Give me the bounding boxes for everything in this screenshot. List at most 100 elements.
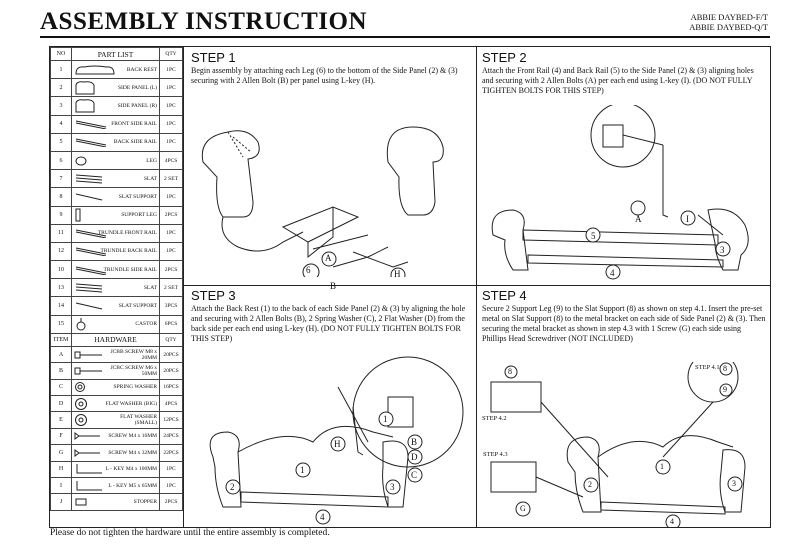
part-name: FRONT SIDE RAIL: [111, 121, 157, 128]
part-name: BACK SIDE RAIL: [113, 139, 157, 146]
row-number: 3: [50, 96, 72, 116]
row-qty: 1PC: [159, 59, 183, 80]
row-part: SCREW M4 x 32MM: [71, 444, 160, 462]
row-number: 1: [50, 59, 72, 80]
part-name: SLAT SUPPORT: [118, 193, 157, 200]
row-number: J: [50, 493, 72, 511]
row-qty: 1PC: [159, 476, 183, 495]
callout: H: [334, 439, 341, 449]
callout: STEP 4.2: [482, 415, 507, 422]
callout: 4: [670, 517, 674, 526]
steps-area: STEP 1 Begin assembly by attaching each …: [183, 47, 770, 527]
step-2-illustration: [491, 105, 749, 280]
callout: 2: [588, 480, 592, 489]
callout: A: [635, 214, 642, 224]
row-number: 5: [50, 132, 72, 152]
step-2: STEP 2 Attach the Front Rail (4) and Bac…: [482, 50, 764, 96]
row-qty: 4PCS: [159, 394, 183, 413]
part-name: CASTOR: [135, 321, 157, 328]
model-name: ABBIE DAYBED-Q/T: [689, 22, 768, 32]
part-name: TRUNDLE FRONT RAIL: [97, 230, 157, 237]
row-part: SLAT SUPPORT: [71, 296, 160, 316]
row-part: SLAT: [71, 278, 160, 298]
table-row: D FLAT WASHER (BIG)4PCS: [50, 394, 183, 413]
row-part: TRUNDLE SIDE RAIL: [71, 260, 160, 280]
row-number: 8: [50, 187, 72, 207]
part-name: FLAT WASHER (BIG): [105, 400, 157, 407]
footer-note: Please do not tighten the hardware until…: [50, 528, 330, 538]
model-name: ABBIE DAYBED-F/T: [690, 12, 768, 22]
col-part-list: PART LIST: [71, 47, 160, 61]
part-name: SCREW M4 x 32MM: [108, 449, 157, 456]
row-number: I: [50, 476, 72, 495]
row-number: 15: [50, 314, 72, 334]
row-part: LEG: [71, 150, 160, 171]
col-item: ITEM: [50, 332, 72, 347]
step-title: STEP 4: [482, 288, 527, 303]
callout: B: [411, 437, 418, 447]
row-part: BACK REST: [71, 59, 160, 80]
part-name: FLAT WASHER (SMALL): [120, 414, 157, 427]
row-part: TRUNDLE BACK RAIL: [71, 241, 160, 262]
step-4: STEP 4 Secure 2 Support Leg (9) to the S…: [482, 288, 766, 344]
row-qty: 2 SET: [159, 169, 183, 189]
col-hw-qty: QTY: [159, 332, 183, 347]
part-name: SUPPORT LEG: [121, 212, 157, 219]
row-qty: 2PCS: [159, 205, 183, 225]
step-3: STEP 3 Attach the Back Rest (1) to the b…: [191, 288, 473, 344]
callout: 3: [732, 479, 736, 488]
callout: 8: [723, 364, 727, 373]
part-name: SLAT: [143, 284, 157, 291]
step-1-illustration: [201, 126, 444, 277]
row-number: G: [50, 444, 72, 462]
row-qty: 1PC: [159, 460, 183, 478]
step-text: Attach the Back Rest (1) to the back of …: [191, 304, 466, 343]
callout: 1: [383, 414, 388, 424]
step-text: Attach the Front Rail (4) and Back Rail …: [482, 66, 754, 95]
part-name: TRUNDLE BACK RAIL: [100, 248, 157, 255]
row-number: 6: [50, 150, 72, 171]
step-title: STEP 2: [482, 50, 527, 65]
row-part: SUPPORT LEG: [71, 205, 160, 225]
callout: 3: [720, 245, 725, 255]
row-number: E: [50, 411, 72, 429]
part-name: SCREW M4 x 16MM: [108, 433, 157, 440]
col-no: NO: [50, 47, 72, 61]
row-part: FRONT SIDE RAIL: [71, 114, 160, 134]
row-part: SIDE PANEL (L): [71, 78, 160, 98]
row-number: C: [50, 378, 72, 396]
part-name: L - KEY M4 x 100MM: [105, 466, 157, 473]
row-part: L - KEY M5 x 65MM: [71, 476, 160, 495]
divider: [476, 47, 477, 527]
divider: [183, 285, 770, 286]
row-part: L - KEY M4 x 100MM: [71, 460, 160, 478]
callout: I: [686, 214, 689, 224]
row-part: STOPPER: [71, 493, 160, 511]
row-number: D: [50, 394, 72, 413]
page-title: ASSEMBLY INSTRUCTION: [40, 8, 367, 35]
part-name: LEG: [146, 157, 157, 164]
part-name: SPRING WASHER: [113, 384, 157, 391]
row-part: SIDE PANEL (R): [71, 96, 160, 116]
row-part: FLAT WASHER (BIG): [71, 394, 160, 413]
callout: H: [394, 269, 401, 279]
part-name: STOPPER: [133, 499, 157, 506]
callout: 1: [660, 462, 664, 471]
row-qty: 3PCS: [159, 296, 183, 316]
row-qty: 1PC: [159, 241, 183, 262]
row-part: TRUNDLE FRONT RAIL: [71, 223, 160, 243]
